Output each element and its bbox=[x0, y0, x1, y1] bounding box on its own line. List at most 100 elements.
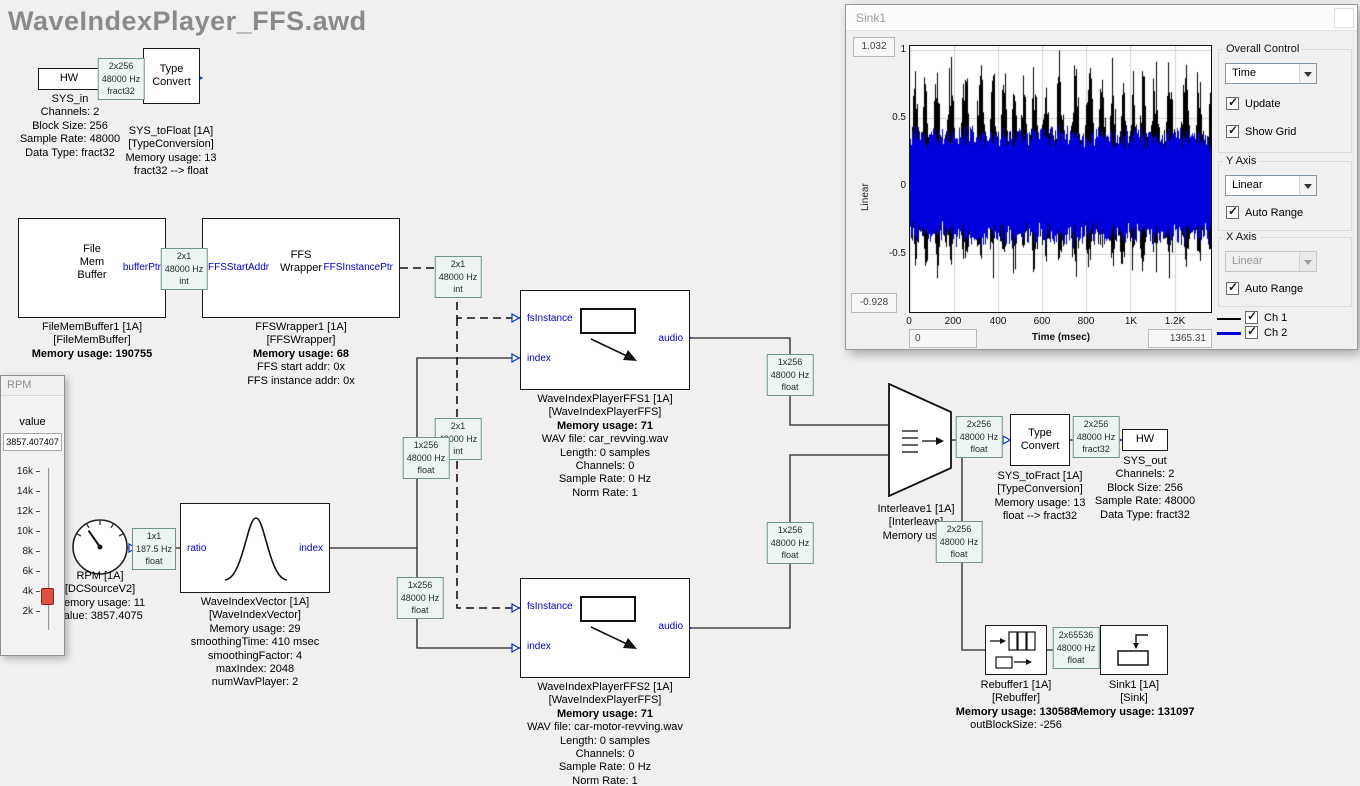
y-min-field[interactable]: -0.928 bbox=[851, 293, 897, 313]
update-checkbox[interactable] bbox=[1226, 95, 1239, 110]
ch1-line-sample bbox=[1217, 318, 1241, 320]
text-line: Memory usage: 130588 bbox=[955, 705, 1077, 718]
port-fsinstance[interactable]: fsInstance bbox=[527, 313, 573, 324]
interleave-caption: Interleave1 [1A][Interleave]Memory usag bbox=[846, 503, 986, 543]
text-line: [FFSWrapper] bbox=[266, 334, 336, 347]
port-index[interactable]: index bbox=[299, 543, 323, 554]
block-rebuffer[interactable] bbox=[985, 625, 1047, 675]
x-scale-select: Linear bbox=[1225, 251, 1317, 272]
text-line: Convert bbox=[1020, 440, 1060, 452]
text-line: Type bbox=[159, 63, 184, 75]
y-max-field[interactable]: 1.032 bbox=[853, 37, 895, 57]
block-waveindexvector[interactable]: ratio index bbox=[180, 503, 330, 593]
text-line: Memory usage: 68 bbox=[253, 347, 349, 360]
text-line: smoothingTime: 410 msec bbox=[190, 636, 320, 649]
text-line: SYS_toFract [1A] bbox=[997, 470, 1083, 482]
text-line: [Interleave] bbox=[888, 516, 944, 529]
ffswrapper-caption: FFSWrapper1 [1A][FFSWrapper]Memory usage… bbox=[206, 321, 396, 388]
port-ffsstartaddr[interactable]: FFSStartAddr bbox=[208, 262, 270, 273]
text-line: 2x1 bbox=[176, 251, 192, 261]
rpm-value-label: value bbox=[19, 416, 46, 428]
text-line: Mem bbox=[79, 256, 105, 268]
text-line: Length: 0 samples bbox=[560, 446, 650, 459]
text-line: 1x256 bbox=[777, 525, 803, 535]
scope-plot bbox=[909, 45, 1212, 313]
block-sys-in[interactable]: HW bbox=[38, 68, 100, 90]
x-max-field[interactable]: 1365.31 bbox=[1148, 329, 1212, 348]
show-grid-checkbox[interactable] bbox=[1226, 123, 1239, 138]
hw-label: HW bbox=[1135, 433, 1155, 445]
block-interleave[interactable] bbox=[888, 382, 952, 498]
text-line: Sample Rate: 48000 bbox=[1094, 495, 1196, 508]
text-line: float bbox=[411, 605, 429, 615]
text-line: 10k bbox=[1, 522, 41, 542]
rpm-slider-track[interactable] bbox=[48, 468, 51, 630]
text-line: 16k bbox=[1, 462, 41, 482]
text-line: Buffer bbox=[77, 269, 107, 281]
rpm-value-field[interactable]: 3857.407407 bbox=[3, 433, 62, 451]
port-index[interactable]: index bbox=[527, 641, 551, 652]
text-line: smoothingFactor: 4 bbox=[207, 649, 303, 662]
rpm-slider-handle[interactable] bbox=[41, 588, 54, 605]
block-sys-out[interactable]: HW bbox=[1122, 429, 1168, 451]
port-ffsinstanceptr[interactable]: FFSInstancePtr bbox=[323, 262, 393, 273]
waveindexplayerffs2-caption: WaveIndexPlayerFFS2 [1A][WaveIndexPlayer… bbox=[495, 681, 715, 786]
x-tick: 600 bbox=[1033, 316, 1051, 327]
port-index[interactable]: index bbox=[527, 353, 551, 364]
text-line: SYS_out bbox=[1123, 455, 1167, 467]
text-line: Norm Rate: 1 bbox=[572, 774, 638, 786]
text-line: fract32 bbox=[1082, 444, 1110, 454]
text-line: 48000 Hz bbox=[406, 452, 446, 463]
port-fsinstance[interactable]: fsInstance bbox=[527, 601, 573, 612]
block-waveindexplayerffs1[interactable]: fsInstance index audio bbox=[520, 290, 690, 390]
port-bufferptr[interactable]: bufferPtr bbox=[122, 262, 161, 273]
text-line: float bbox=[1067, 655, 1085, 665]
port-ratio[interactable]: ratio bbox=[187, 543, 207, 554]
waveindexvector-caption: WaveIndexVector [1A][WaveIndexVector]Mem… bbox=[155, 596, 355, 690]
text-line: [WaveIndexVector] bbox=[209, 609, 301, 622]
y-scale-select[interactable]: Linear bbox=[1225, 175, 1317, 196]
rpm-panel-titlebar[interactable]: RPM bbox=[1, 376, 64, 396]
chevron-down-icon bbox=[1299, 252, 1316, 271]
y-axis-scale-label: Linear bbox=[860, 183, 871, 211]
block-sink1[interactable] bbox=[1100, 625, 1168, 675]
text-line: Memory usag bbox=[882, 529, 950, 542]
ch2-checkbox[interactable] bbox=[1245, 324, 1258, 339]
waveindexplayer-icon bbox=[580, 596, 637, 649]
text-line: WaveIndexVector [1A] bbox=[200, 596, 310, 608]
x-auto-range-checkbox[interactable] bbox=[1226, 280, 1239, 295]
sink1-titlebar[interactable]: Sink1 bbox=[846, 5, 1357, 31]
text-line: 2x256 bbox=[108, 61, 134, 71]
text-line: Memory usage: 13 bbox=[125, 151, 217, 164]
ch1-checkbox[interactable] bbox=[1245, 309, 1258, 324]
block-rpm-source[interactable] bbox=[70, 517, 130, 577]
port-audio[interactable]: audio bbox=[658, 621, 683, 632]
x-min-field[interactable]: 0 bbox=[909, 329, 977, 348]
window-button[interactable] bbox=[1334, 8, 1354, 28]
text-line: WaveIndexPlayerFFS1 [1A] bbox=[537, 393, 673, 405]
text-line: Memory usage: 29 bbox=[209, 622, 301, 635]
text-line: int bbox=[179, 276, 189, 286]
block-waveindexplayerffs2[interactable]: fsInstance index audio bbox=[520, 578, 690, 678]
y-auto-range-checkbox[interactable] bbox=[1226, 204, 1239, 219]
text-line: 2k bbox=[1, 602, 41, 622]
domain-select[interactable]: Time bbox=[1225, 63, 1317, 84]
text-line: Convert bbox=[152, 76, 191, 88]
port-audio[interactable]: audio bbox=[658, 333, 683, 344]
group-label: Overall Control bbox=[1223, 43, 1303, 55]
